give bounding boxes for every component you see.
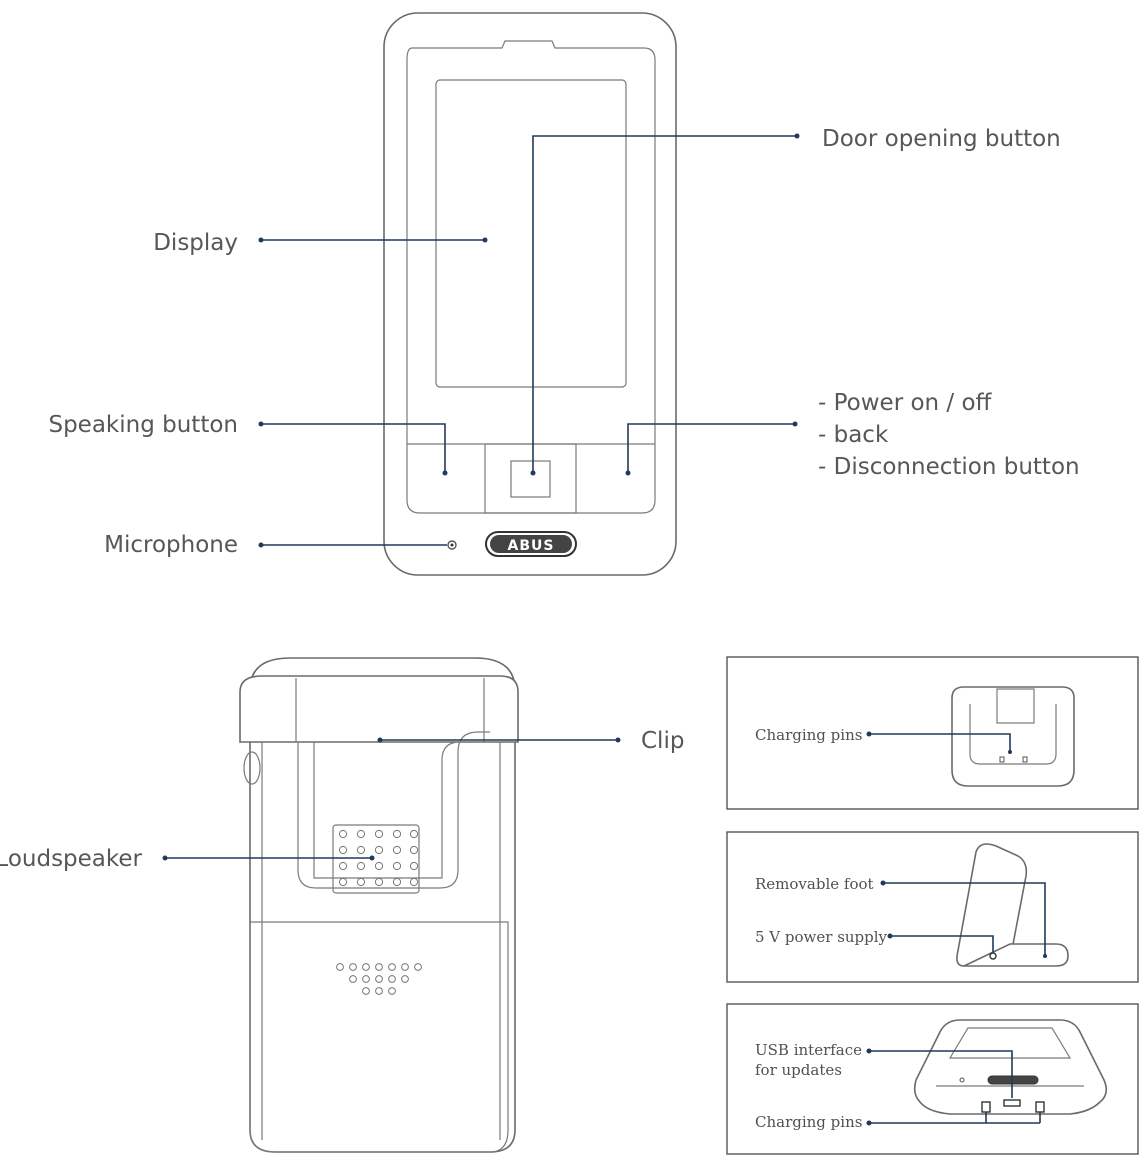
door-button-housing (484, 443, 577, 514)
leader-clip (377, 737, 621, 743)
clip-outline (297, 731, 490, 889)
foot-outline (963, 943, 1069, 967)
back-top-cap (239, 675, 519, 743)
label-charging-pins-top: Charging pins (755, 726, 862, 744)
label-power-line1: - Power on / off (818, 390, 993, 416)
label-microphone: Microphone (104, 532, 238, 558)
label-usb-line2: for updates (755, 1061, 842, 1079)
cradle-outline (951, 686, 1075, 787)
label-power-line2: - back (818, 422, 889, 448)
label-power-line3: - Disconnection button (818, 454, 1080, 480)
label-clip: Clip (641, 728, 684, 754)
leader-door-opening (530, 133, 800, 476)
handset-front: ABUS (383, 12, 677, 576)
bottom-body-outline (913, 1019, 1108, 1115)
leader-speaking (258, 421, 448, 476)
loudspeaker-holes (338, 829, 419, 887)
display-screen (435, 79, 627, 388)
label-display: Display (153, 230, 238, 256)
leader-loudspeaker (162, 855, 375, 861)
leader-power (625, 421, 798, 476)
inset-frame-2 (726, 831, 1139, 983)
loudspeaker-grille (332, 824, 420, 894)
label-power-supply: 5 V power supply (755, 928, 888, 946)
label-charging-pins-bottom: Charging pins (755, 1113, 862, 1131)
label-usb-line1: USB interface (755, 1041, 862, 1059)
handset-back (239, 657, 519, 1153)
bottom-logo (987, 1075, 1039, 1085)
inset-charging-cradle: Charging pins (726, 656, 1139, 810)
cover-holes (336, 963, 422, 995)
label-loudspeaker: Loudspeaker (0, 846, 143, 872)
microphone-hole (447, 540, 457, 550)
label-door-opening-button: Door opening button (822, 126, 1061, 152)
leader-microphone (258, 542, 447, 548)
logo-text: ABUS (508, 538, 555, 554)
cradle-pin-left (999, 756, 1005, 763)
battery-cover (249, 921, 509, 1153)
label-removable-foot: Removable foot (755, 875, 874, 893)
inset-removable-foot: Removable foot 5 V power supply (726, 831, 1139, 983)
microphone-hole-center (450, 543, 454, 547)
leader-display (258, 237, 488, 243)
label-speaking-button: Speaking button (48, 412, 238, 438)
power-jack (989, 952, 997, 960)
front-bezel (406, 40, 656, 514)
door-button-key (510, 460, 551, 498)
inset-bottom-view: USB interface for updates Charging pins (726, 1003, 1139, 1155)
abus-logo: ABUS (485, 531, 577, 557)
front-body-outline (383, 12, 677, 576)
side-key (243, 751, 261, 785)
usb-port (1003, 1099, 1021, 1107)
cradle-pin-right (1022, 756, 1028, 763)
